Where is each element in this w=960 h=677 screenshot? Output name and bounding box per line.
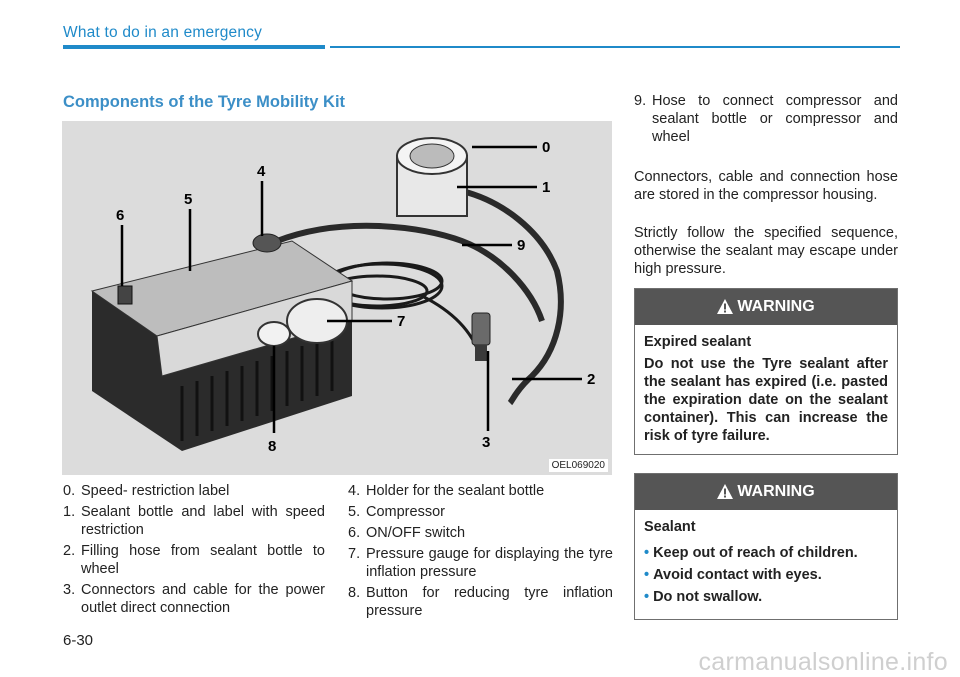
storage-paragraph: Connectors, cable and connection hose ar… xyxy=(634,169,898,203)
list-item: 2.Filling hose from sealant bottle to wh… xyxy=(63,543,325,577)
warning-triangle-icon xyxy=(717,484,734,499)
warning-box-sealant: WARNING Sealant •Keep out of reach of ch… xyxy=(634,473,898,620)
list-item: 7.Pressure gauge for displaying the tyre… xyxy=(348,546,613,580)
callout-7: 7 xyxy=(397,313,405,330)
warning-triangle-icon xyxy=(717,299,734,314)
warning-heading: Sealant xyxy=(644,519,696,535)
callout-3: 3 xyxy=(482,434,490,451)
callout-8: 8 xyxy=(268,438,276,455)
page-title: Components of the Tyre Mobility Kit xyxy=(63,93,346,111)
callout-9: 9 xyxy=(517,237,525,254)
bullet-icon: • xyxy=(644,589,650,605)
warning-header: WARNING xyxy=(635,474,897,510)
list-item: 9.Hose to connect compressor and sealant… xyxy=(634,93,898,145)
callout-5: 5 xyxy=(184,191,192,208)
list-item: 4.Holder for the sealant bottle xyxy=(348,483,545,499)
callout-6: 6 xyxy=(116,207,124,224)
callout-2: 2 xyxy=(587,371,595,388)
list-item: •Keep out of reach of children. xyxy=(644,545,858,561)
warning-label: WARNING xyxy=(737,298,815,315)
warning-label: WARNING xyxy=(737,483,815,500)
header-rule-thin xyxy=(330,46,900,48)
components-list-right: 9.Hose to connect compressor and sealant… xyxy=(634,92,898,149)
list-item: 5.Compressor xyxy=(348,504,445,520)
components-list-middle: 4.Holder for the sealant bottle 5.Compre… xyxy=(348,482,613,623)
warning-text: Do not use the Tyre sealant after the se… xyxy=(644,356,888,444)
list-item: 1.Sealant bottle and label with speed re… xyxy=(63,504,325,538)
bullet-icon: • xyxy=(644,567,650,583)
warning-box-expired-sealant: WARNING Expired sealant Do not use the T… xyxy=(634,288,898,455)
kit-illustration: 0 1 2 3 4 5 6 7 8 9 OEL069020 xyxy=(62,121,612,475)
page-number: 6-30 xyxy=(63,632,94,649)
warning-header: WARNING xyxy=(635,289,897,325)
list-item: •Avoid contact with eyes. xyxy=(644,567,822,583)
list-item: 6.ON/OFF switch xyxy=(348,525,466,541)
components-list-left: 0.Speed- restriction label 1.Sealant bot… xyxy=(63,482,325,620)
callout-1: 1 xyxy=(542,179,550,196)
sequence-paragraph: Strictly follow the specified sequence, … xyxy=(634,225,898,277)
figure-code: OEL069020 xyxy=(548,459,608,472)
list-item: 3.Connectors and cable for the power out… xyxy=(63,582,325,616)
callout-0: 0 xyxy=(542,139,550,156)
list-item: 0.Speed- restriction label xyxy=(63,483,230,499)
bullet-icon: • xyxy=(644,545,650,561)
warning-heading: Expired sealant xyxy=(644,334,752,350)
watermark: carmanualsonline.info xyxy=(698,648,948,676)
callout-4: 4 xyxy=(257,163,266,180)
warning-bullets: •Keep out of reach of children. •Avoid c… xyxy=(644,544,888,606)
section-header: What to do in an emergency xyxy=(63,24,263,41)
list-item: •Do not swallow. xyxy=(644,589,763,605)
list-item: 8.Button for reducing tyre inflation pre… xyxy=(348,585,613,619)
header-rule-thick xyxy=(63,45,325,49)
